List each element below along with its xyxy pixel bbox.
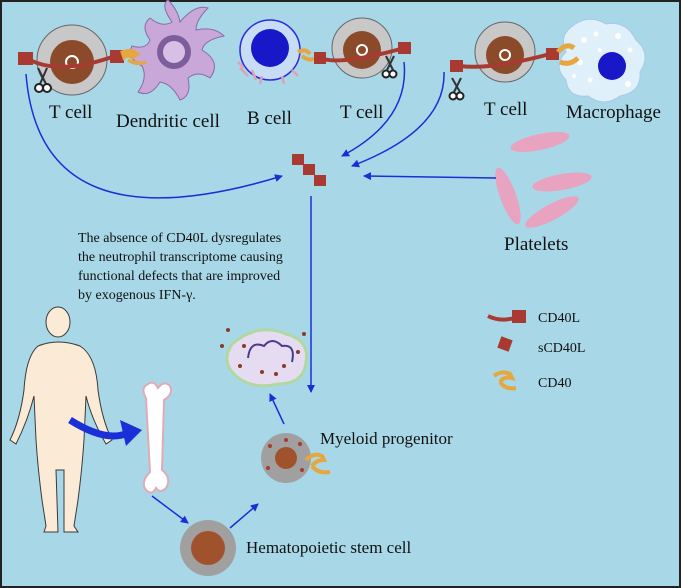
dendritic-cell-label: Dendritic cell: [116, 111, 220, 132]
scissors-icon: [34, 67, 52, 93]
macrophage-icon: [556, 18, 646, 103]
hematopoietic-stem-cell-label: Hematopoietic stem cell: [246, 538, 411, 557]
t-cell-1-label: T cell: [49, 102, 92, 123]
arrow-bone-to-stem-cell: [151, 495, 189, 524]
platelets-icon: [495, 131, 592, 228]
human-figure-icon: [9, 306, 113, 533]
legend-cd40l-label: CD40L: [538, 311, 580, 326]
cd40l-ligand-icon: [487, 310, 526, 323]
dendritic-cell-icon: [129, 0, 226, 101]
bone-icon: [142, 381, 173, 494]
bone-arrow-head: [120, 420, 142, 446]
macrophage-label: Macrophage: [566, 102, 661, 123]
legend: CD40L sCD40L CD40: [487, 310, 585, 391]
arrow-stem-cell-to-myeloid: [229, 503, 259, 529]
myeloid-progenitor-icon: [261, 433, 331, 483]
arrow-myeloid-to-neutrophil: [269, 393, 285, 425]
t-cell-3-label: T cell: [484, 99, 527, 120]
soluble-cd40l-icon: [497, 336, 513, 352]
t-cell-1-icon: [18, 24, 124, 96]
scissors-icon: [381, 55, 398, 79]
cd40-receptor-icon: [492, 370, 517, 391]
note-line-3: functional defects that are improved: [78, 269, 280, 284]
arrow-tcell2-to-scd40l: [341, 61, 406, 157]
myeloid-progenitor-label: Myeloid progenitor: [320, 429, 453, 448]
arrow-tcell3-to-scd40l: [351, 71, 445, 168]
b-cell-label: B cell: [247, 108, 292, 129]
t-cell-2-label: T cell: [340, 102, 383, 123]
t-cell-2-icon: [314, 17, 411, 79]
arrow-tcell1-to-scd40l: [25, 73, 283, 199]
cd40-receptor-1: [120, 48, 147, 66]
hematopoietic-stem-cell-icon: [180, 520, 236, 576]
b-cell-icon: [237, 19, 316, 85]
t-cell-3-icon: [448, 21, 559, 101]
note-line-4: by exogenous IFN-γ.: [78, 288, 196, 303]
neutrophil-icon: [220, 328, 309, 388]
soluble-cd40l-cluster-icon: [292, 154, 326, 186]
note-line-1: The absence of CD40L dysregulates: [78, 231, 281, 246]
legend-scd40l-label: sCD40L: [538, 341, 585, 356]
note-line-2: the neutrophil transcriptome causing: [78, 250, 283, 265]
legend-cd40-label: CD40: [538, 376, 571, 391]
scissors-icon: [448, 77, 465, 101]
arrows: [25, 61, 497, 529]
platelets-label: Platelets: [504, 234, 568, 255]
arrow-platelets-to-scd40l: [363, 172, 497, 181]
